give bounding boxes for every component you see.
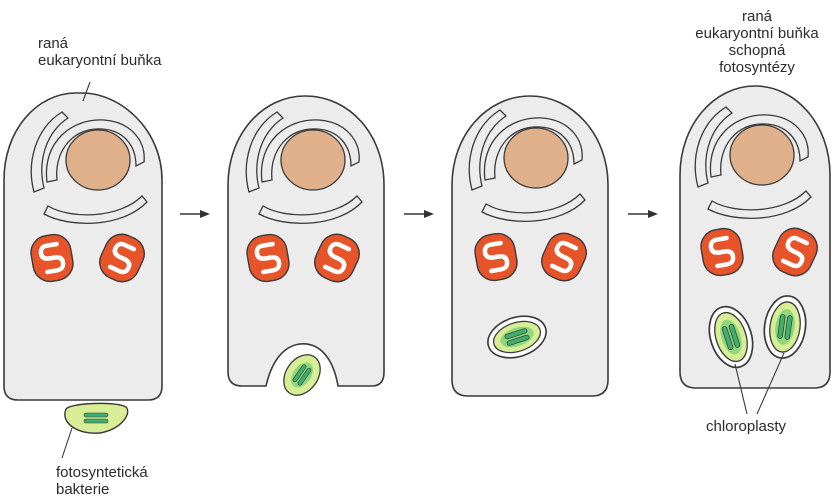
label-bacterium: fotosyntetická bakterie xyxy=(56,464,148,498)
label-chloroplasts-text: chloroplasty xyxy=(706,418,786,435)
label-early-cell-line-1: raná xyxy=(38,35,161,52)
label-photosynthetic-cell-line-4: fotosyntézy xyxy=(682,59,832,76)
label-bacterium-line-1: fotosyntetická xyxy=(56,464,148,481)
free-bacterium xyxy=(65,403,128,433)
label-chloroplasts: chloroplasty xyxy=(706,418,786,435)
label-photosynthetic-cell-line-2: eukaryontní buňka xyxy=(682,25,832,42)
label-photosynthetic-cell-line-1: raná xyxy=(682,8,832,25)
step-arrow-1 xyxy=(180,210,210,218)
label-photosynthetic-cell-line-3: schopná xyxy=(682,42,832,59)
label-bacterium-line-2: bakterie xyxy=(56,481,148,498)
label-photosynthetic-cell: raná eukaryontní buňka schopná fotosynté… xyxy=(682,8,832,76)
cell-2-engulfed-bacterium xyxy=(276,348,327,402)
cell-4 xyxy=(680,86,830,388)
cell-2 xyxy=(228,96,384,402)
step-arrow-3 xyxy=(628,210,658,218)
leader-bacterium xyxy=(62,428,72,458)
label-early-cell-line-2: eukaryontní buňka xyxy=(38,52,161,69)
cell-3 xyxy=(452,96,608,396)
cell-1 xyxy=(4,93,162,400)
step-arrow-2 xyxy=(404,210,434,218)
label-early-cell: raná eukaryontní buňka xyxy=(38,35,161,69)
